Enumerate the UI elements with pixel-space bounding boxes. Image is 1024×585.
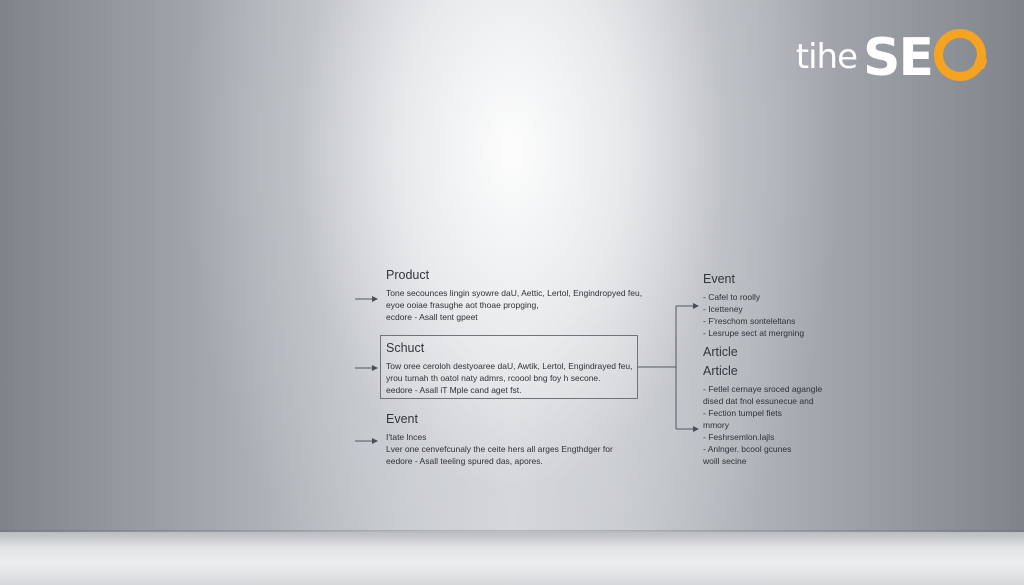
- logo-big-text: SE: [863, 28, 934, 88]
- event-title: Event: [386, 412, 418, 426]
- event-right-title: Event: [703, 272, 735, 286]
- event-line: I'tate lnces: [386, 432, 427, 442]
- logo-small-text: tihe: [795, 37, 858, 77]
- event-line: Lver one cenvefcunaly the ceite hers all…: [386, 444, 613, 454]
- schema-line: Tow oree ceroloh destyoaree daU, Awtik, …: [386, 361, 633, 371]
- product-title: Product: [386, 268, 430, 282]
- product-block: Product Tone secounces lingin syowre daU…: [386, 268, 642, 323]
- schema-title: Schuct: [386, 341, 425, 355]
- event-line: eedore - Asall teeling spured das, apore…: [386, 456, 543, 466]
- product-line: ecdore - Asall tent gpeet: [386, 312, 478, 322]
- article-right-title: Article: [703, 345, 738, 359]
- article-right-block: Article Article - Fetlel cernaye sroced …: [703, 345, 822, 467]
- article-right-line: dised dat fnol essunecue and: [703, 396, 814, 406]
- event-right-line: - Icetteney: [703, 304, 743, 314]
- article-right-line: mmory: [703, 420, 729, 430]
- floor: [0, 532, 1024, 585]
- event-right-line: - Cafel to roolly: [703, 292, 761, 302]
- article-right-line: - Fetlel cernaye sroced agangle: [703, 384, 823, 394]
- event-block: Event I'tate lnces Lver one cenvefcunaly…: [386, 412, 613, 467]
- product-line: eyoe ooiae frasughe aot thoae propging,: [386, 300, 539, 310]
- article-right-line: - Fection tumpel fiets: [703, 408, 782, 418]
- event-right-block: Event - Cafel to roolly - Icetteney - F'…: [703, 272, 804, 339]
- schema-line: yrou tumah th oatol naty admrs, rcoool b…: [386, 373, 601, 383]
- schema-box-frame: [380, 335, 638, 399]
- schema-block: Schuct Tow oree ceroloh destyoaree daU, …: [386, 341, 633, 396]
- article-right-line: woill secine: [703, 456, 747, 466]
- schema-line: eedore - Asall iT Mple cand aget fst.: [386, 385, 522, 395]
- floor-edge: [0, 530, 1024, 533]
- article-right-subtitle: Article: [703, 364, 738, 378]
- event-right-line: - F'reschom sonteleltans: [703, 316, 796, 326]
- article-right-line: - Feshrsemlon.lajls: [703, 432, 775, 442]
- brand-logo: tihe SE: [796, 24, 986, 84]
- logo-o-icon: [934, 29, 986, 81]
- article-right-line: - Anlnger. bcool gcunes: [703, 444, 792, 454]
- product-line: Tone secounces lingin syowre daU, Aettic…: [386, 288, 643, 298]
- event-right-line: - Lesrupe sect at mergning: [703, 328, 805, 338]
